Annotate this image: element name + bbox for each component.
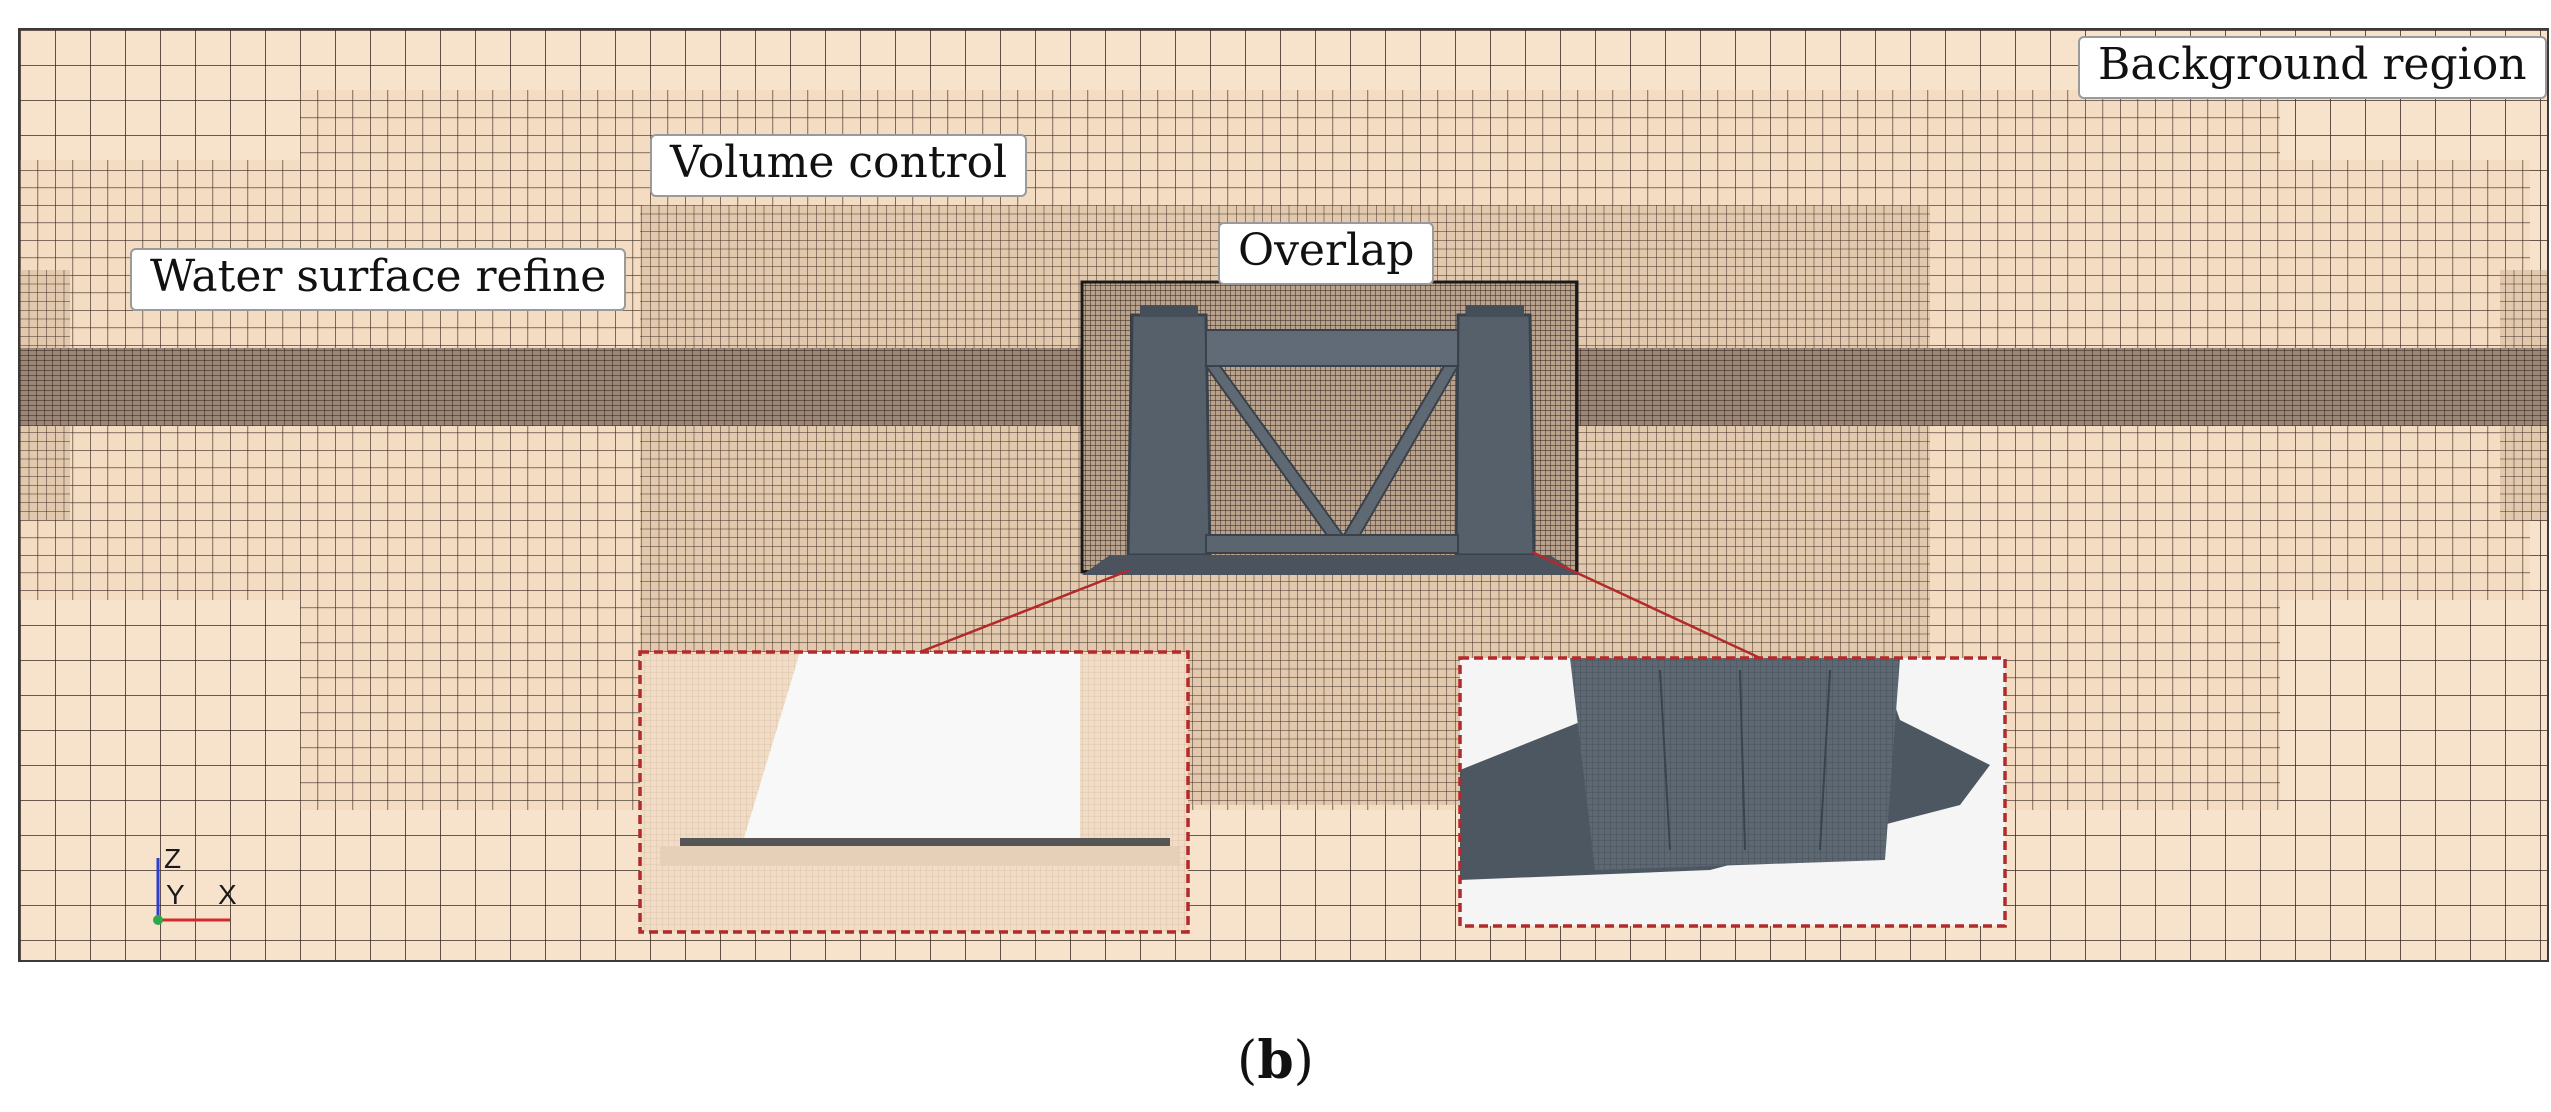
caption-close-paren: ) [1293, 1031, 1314, 1091]
subfigure-caption: (b) [0, 1030, 2551, 1091]
label-overlap: Overlap [1218, 222, 1435, 285]
inset-connector-left [919, 568, 1131, 654]
axis-x-label: X [218, 879, 237, 910]
caption-open-paren: ( [1237, 1031, 1258, 1091]
mesh-figure: Z Y X Background region Volume control W… [18, 28, 2549, 962]
label-background-region: Background region [2078, 36, 2547, 99]
label-water-surface-refine: Water surface refine [130, 248, 627, 311]
caption-letter: b [1257, 1030, 1294, 1091]
axis-y-label: Y [166, 879, 185, 910]
platform-structure [1082, 305, 1580, 575]
inset-right-structure-detail [1458, 656, 2007, 928]
label-volume-control: Volume control [650, 134, 1028, 197]
inset-connector-right [1531, 550, 1761, 660]
inset-left-mesh-detail [638, 650, 1190, 934]
axis-triad: Z Y X [153, 843, 237, 925]
axis-z-label: Z [164, 843, 181, 874]
mesh-canvas: Z Y X [20, 30, 2547, 960]
